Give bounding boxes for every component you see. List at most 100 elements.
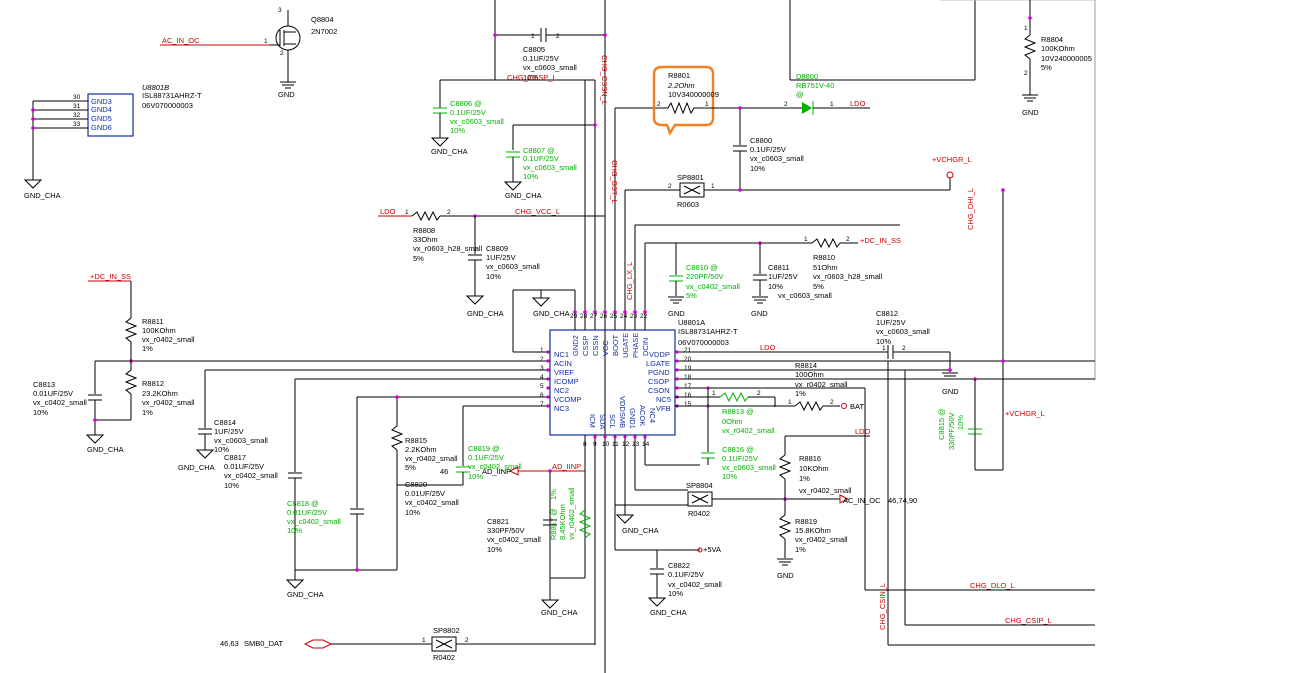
svg-text:GND: GND xyxy=(942,387,959,396)
svg-text:1: 1 xyxy=(711,183,715,190)
svg-text:C8812: C8812 xyxy=(876,309,898,318)
svg-text:ACOK: ACOK xyxy=(638,405,647,426)
svg-text:0.01UF/25V: 0.01UF/25V xyxy=(33,389,73,398)
svg-text:CSSP: CSSP xyxy=(581,336,590,356)
svg-text:vx_r0402_small: vx_r0402_small xyxy=(799,486,852,495)
svg-text:32: 32 xyxy=(73,112,81,119)
svg-text:GND_CHA: GND_CHA xyxy=(287,590,324,599)
svg-text:@: @ xyxy=(796,90,804,99)
svg-text:CHG_BST_L: CHG_BST_L xyxy=(610,160,619,204)
svg-text:0.1UF/25V: 0.1UF/25V xyxy=(523,154,559,163)
gnd-label: GND xyxy=(278,90,295,99)
svg-text:2: 2 xyxy=(540,356,544,363)
svg-text:1: 1 xyxy=(804,236,808,243)
svg-text:C8810 @: C8810 @ xyxy=(686,263,718,272)
svg-text:1: 1 xyxy=(705,101,709,108)
right-pin-nets: GND 1 2 C8812 1UF/25V vx_c0603_small 10%… xyxy=(675,309,1095,408)
svg-text:10%: 10% xyxy=(668,589,683,598)
svg-text:10%: 10% xyxy=(876,337,891,346)
svg-text:LDO: LDO xyxy=(380,207,396,216)
svg-text:C8805: C8805 xyxy=(523,45,545,54)
svg-text:7: 7 xyxy=(540,401,544,408)
svg-text:PHASE: PHASE xyxy=(631,333,640,358)
svg-text:2: 2 xyxy=(784,101,788,108)
svg-text:+DC_IN_SS: +DC_IN_SS xyxy=(860,236,901,245)
svg-text:51Ohm: 51Ohm xyxy=(813,263,838,272)
svg-text:C8815 @: C8815 @ xyxy=(937,408,946,440)
left-pin-nets xyxy=(95,350,550,408)
svg-text:0.1UF/25V: 0.1UF/25V xyxy=(468,453,504,462)
svg-text:10%: 10% xyxy=(486,272,501,281)
c8814: GND_CHA C8814 1UF/25V vx_c0603_small 10% xyxy=(178,370,268,472)
svg-text:10%: 10% xyxy=(33,408,48,417)
svg-text:ACIN: ACIN xyxy=(554,359,572,368)
svg-text:GND_CHA: GND_CHA xyxy=(178,463,215,472)
svg-text:29: 29 xyxy=(570,313,578,320)
svg-text:100KOhm: 100KOhm xyxy=(142,326,176,335)
chip-pin-stubs xyxy=(573,80,647,330)
svg-text:18: 18 xyxy=(684,374,692,381)
svg-text:1: 1 xyxy=(882,345,886,352)
svg-text:1: 1 xyxy=(712,390,716,397)
svg-text:1%: 1% xyxy=(142,408,153,417)
net-ac-in-oc: AC_IN_OC xyxy=(162,36,200,45)
svg-text:10%: 10% xyxy=(224,481,239,490)
svg-text:0Ohm: 0Ohm xyxy=(722,417,742,426)
svg-text:DCIN: DCIN xyxy=(641,338,650,356)
svg-text:1: 1 xyxy=(531,33,535,40)
svg-text:NC3: NC3 xyxy=(554,404,569,413)
c8817-cap xyxy=(350,397,364,572)
svg-text:vx_c0402_small: vx_c0402_small xyxy=(287,517,341,526)
svg-text:220PF/50V: 220PF/50V xyxy=(686,272,724,281)
svg-text:1: 1 xyxy=(540,347,544,354)
bst-net: CHG_BST_L xyxy=(610,107,660,310)
svg-text:330PF/50V: 330PF/50V xyxy=(947,412,956,450)
svg-text:C8806 @: C8806 @ xyxy=(450,99,482,108)
svg-text:GND: GND xyxy=(1022,108,1039,117)
svg-text:vx_r0402_small: vx_r0402_small xyxy=(722,426,775,435)
svg-text:0.01UF/25V: 0.01UF/25V xyxy=(405,489,445,498)
d8800-diode: 2 1 D8800 RB751V-40 @ LDO xyxy=(784,72,870,115)
svg-text:10%: 10% xyxy=(750,164,765,173)
svg-text:C8822: C8822 xyxy=(668,561,690,570)
svg-text:C8813: C8813 xyxy=(33,380,55,389)
svg-text:GND: GND xyxy=(751,309,768,318)
c8809: GND_CHA C8809 1UF/25V vx_c0603_small 10% xyxy=(465,216,540,318)
svg-text:2.2KOhm: 2.2KOhm xyxy=(405,445,437,454)
svg-text:14: 14 xyxy=(642,441,650,448)
svg-text:2: 2 xyxy=(830,399,834,406)
svg-text:10V340000009: 10V340000009 xyxy=(668,90,719,99)
c8818: GND_CHA C8818 @ 0.01UF/25V vx_c0402_smal… xyxy=(285,379,397,599)
r8808: LDO 1 2 CHG_VCC_L R8808 33Ohm vx_r0603_h… xyxy=(378,207,606,310)
svg-text:1: 1 xyxy=(1024,25,1028,32)
svg-text:GND_CHA: GND_CHA xyxy=(87,445,124,454)
svg-text:22: 22 xyxy=(640,313,648,320)
svg-text:vx_c0402_small: vx_c0402_small xyxy=(224,471,278,480)
svg-text:5%: 5% xyxy=(405,463,416,472)
svg-text:330PF/50V: 330PF/50V xyxy=(487,526,525,535)
svg-text:VCC: VCC xyxy=(601,340,610,356)
svg-text:10%: 10% xyxy=(405,508,420,517)
svg-text:VCOMP: VCOMP xyxy=(554,395,582,404)
c8811: GND C8811 1UF/25V 10% vx_c0603_small xyxy=(751,243,832,318)
svg-text:VFB: VFB xyxy=(656,404,671,413)
svg-text:vx_c0603_small: vx_c0603_small xyxy=(450,117,504,126)
c8806: GND_CHA C8806 @ 0.1UF/25V vx_c0603_small… xyxy=(430,99,504,156)
svg-text:SP8801: SP8801 xyxy=(677,173,704,182)
svg-text:vx_c0603_small: vx_c0603_small xyxy=(486,262,540,271)
q8804-transistor: AC_IN_OC 3 1 2 Q8804 2N7002 GND xyxy=(160,7,337,99)
svg-text:1: 1 xyxy=(405,209,409,216)
svg-text:RB751V-40: RB751V-40 xyxy=(796,81,834,90)
u8801b-chip: GND3 GND4 GND5 GND6 30 31 32 33 U8801B I… xyxy=(23,83,202,200)
svg-text:0.1UF/25V: 0.1UF/25V xyxy=(722,454,758,463)
chip-top-pins: GND2 CSSP CSSN VCC BOOT UGATE PHASE DCIN… xyxy=(570,313,650,358)
c8820: C8820 0.01UF/25V vx_c0402_small 10% xyxy=(405,480,459,517)
svg-text:ISL88731AHRZ-T: ISL88731AHRZ-T xyxy=(678,327,738,336)
svg-text:GND3: GND3 xyxy=(91,97,112,106)
c8810: GND C8810 @ 220PF/50V vx_c0402_small 5% xyxy=(668,263,740,318)
svg-text:NC1: NC1 xyxy=(554,350,569,359)
svg-text:1UF/25V: 1UF/25V xyxy=(486,253,516,262)
svg-text:C8809: C8809 xyxy=(486,244,508,253)
svg-text:GND: GND xyxy=(668,309,685,318)
svg-text:ICM: ICM xyxy=(588,414,597,428)
